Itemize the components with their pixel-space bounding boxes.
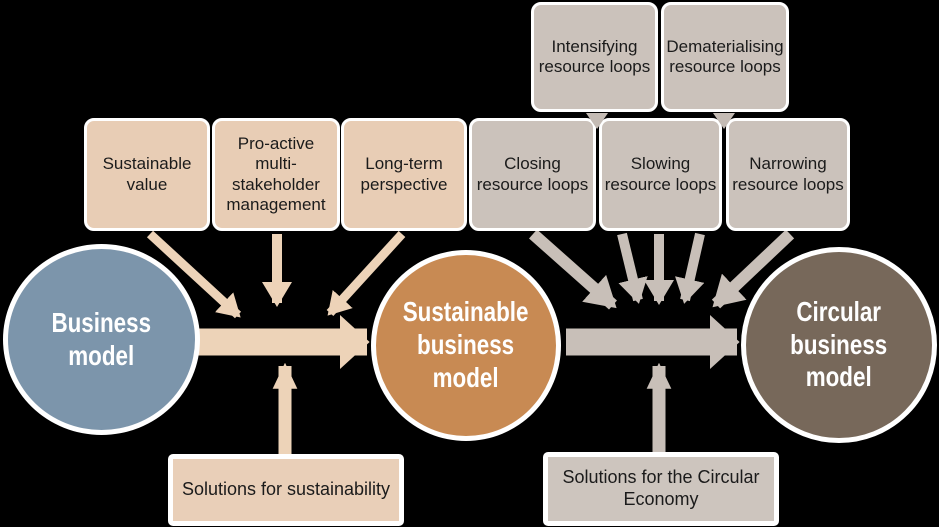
box-narrowing-resource-loops: Narrowing resource loops xyxy=(726,118,850,231)
box-sustainable-value: Sustainable value xyxy=(84,118,210,231)
circle-label: Circular business model xyxy=(790,295,888,393)
arrow-sustainable-value xyxy=(146,230,242,319)
box-label: Narrowing resource loops xyxy=(732,154,844,194)
circle-label: Business model xyxy=(51,306,152,371)
arrow-narrowing-loops xyxy=(711,229,795,309)
box-solutions-for-the-circular-economy: Solutions for the Circular Economy xyxy=(543,452,779,526)
box-label: Slowing resource loops xyxy=(604,154,717,194)
box-label: Dematerialising resource loops xyxy=(666,36,784,76)
arrow-dematerialising-loops xyxy=(675,232,705,304)
arrow-long-term-perspective xyxy=(326,230,406,317)
circle-business-model: Business model xyxy=(3,244,200,435)
box-solutions-for-sustainability: Solutions for sustainability xyxy=(168,454,404,526)
box-label: Solutions for sustainability xyxy=(181,479,391,500)
circle-sustainable-business-model: Sustainable business model xyxy=(371,250,561,441)
box-long-term-perspective: Long-term perspective xyxy=(341,118,467,231)
box-closing-resource-loops: Closing resource loops xyxy=(469,118,596,231)
circle-label: Sustainable business model xyxy=(403,296,529,393)
box-label: Long-term perspective xyxy=(360,154,448,194)
box-label: Solutions for the Circular Economy xyxy=(562,467,760,509)
box-dematerialising-resource-loops: Dematerialising resource loops xyxy=(661,2,789,112)
box-intensifying-resource-loops: Intensifying resource loops xyxy=(531,2,658,112)
circle-circular-business-model: Circular business model xyxy=(741,247,937,443)
box-proactive-multi-stakeholder-management: Pro-active multi-stakeholder management xyxy=(212,118,340,231)
box-label: Sustainable value xyxy=(102,154,192,194)
arrow-intensifying-loops xyxy=(617,232,648,304)
box-label: Pro-active multi-stakeholder management xyxy=(226,133,326,214)
box-slowing-resource-loops: Slowing resource loops xyxy=(599,118,722,231)
box-label: Closing resource loops xyxy=(476,154,589,194)
arrow-closing-loops xyxy=(529,229,617,310)
box-label: Intensifying resource loops xyxy=(538,36,651,76)
